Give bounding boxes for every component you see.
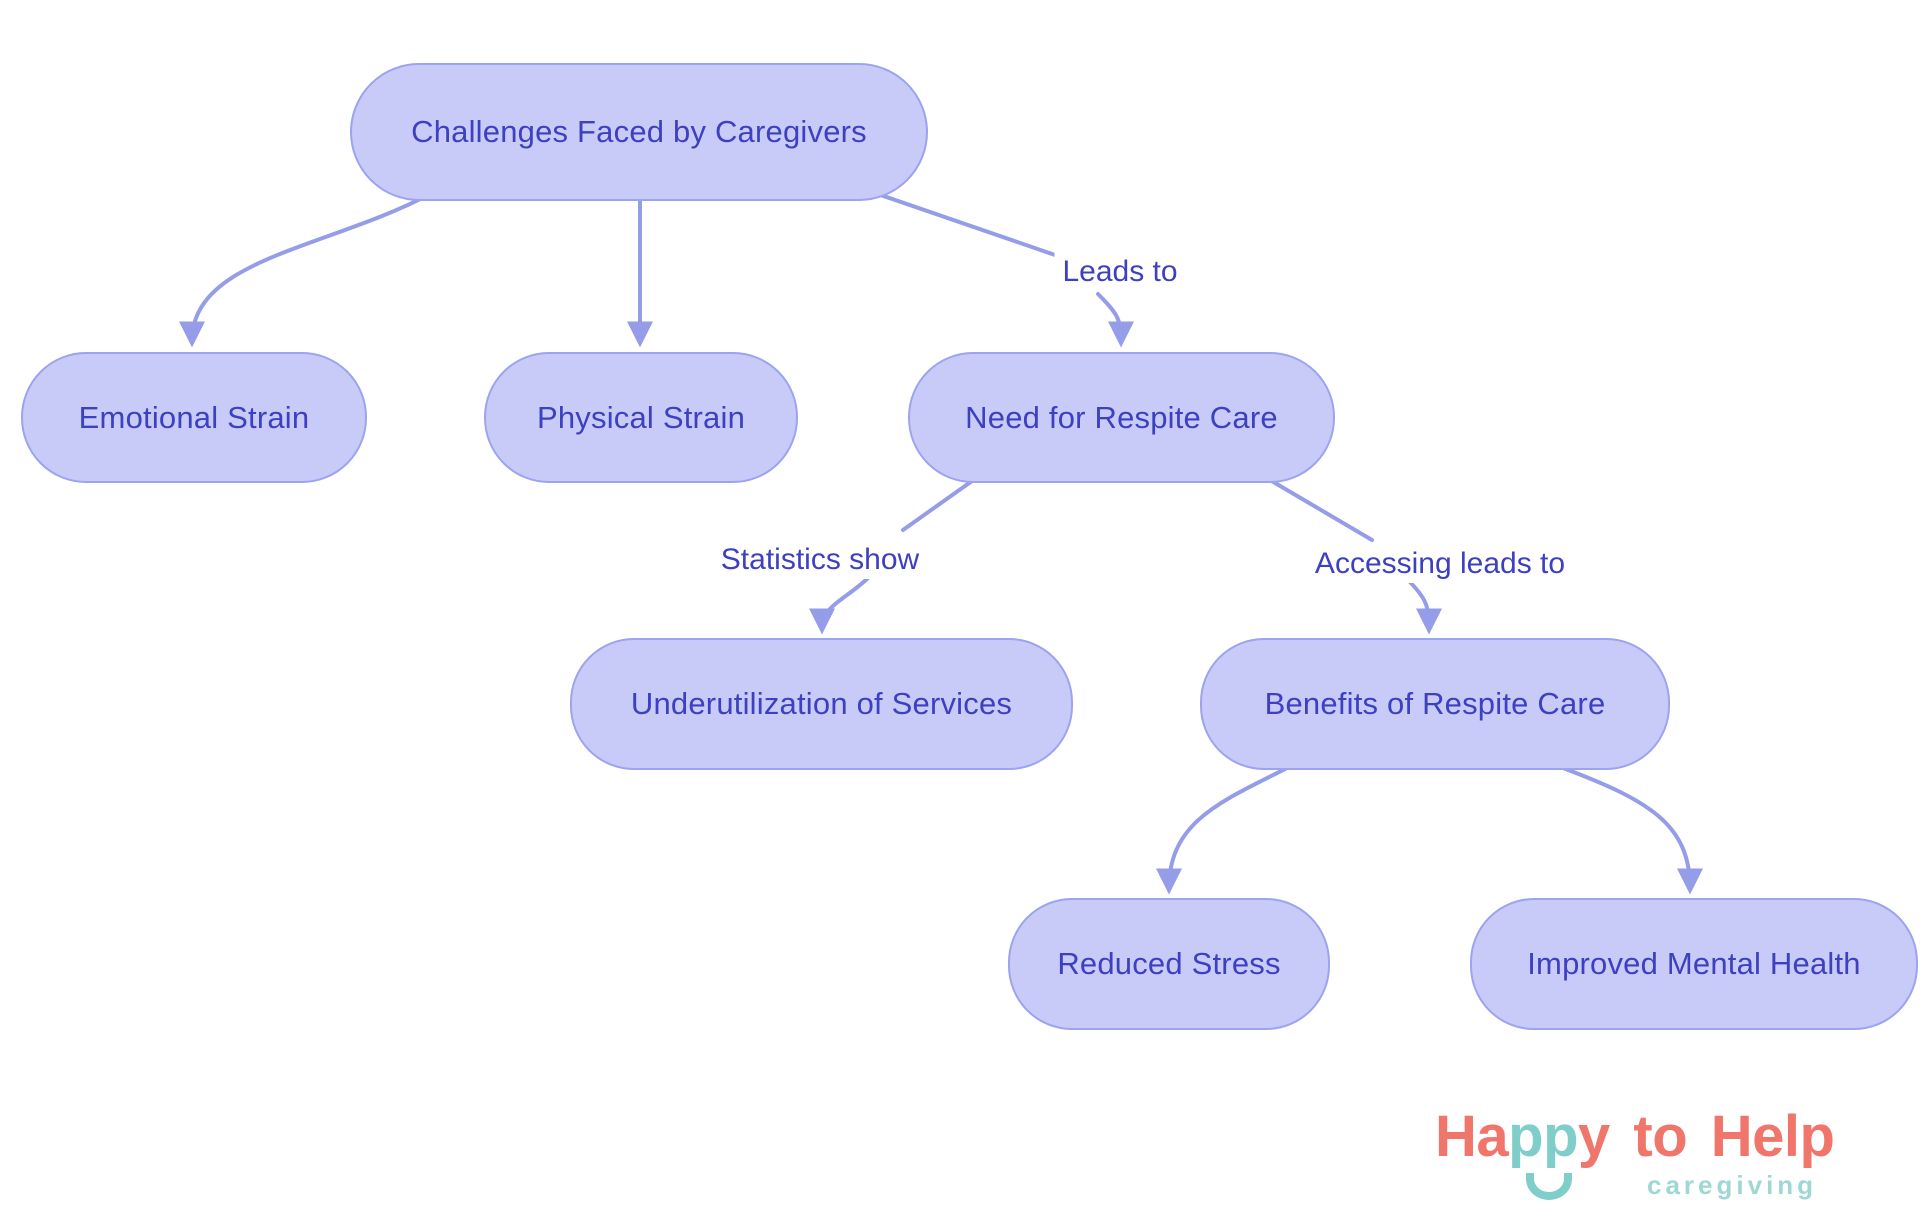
edge-respite-benefits-segment1 (1268, 478, 1374, 542)
node-physical-strain: Physical Strain (484, 352, 798, 483)
edge-label-statistics-show: Statistics show (712, 541, 928, 579)
edge-label-leads-to: Leads to (1054, 253, 1186, 291)
logo-text-pp: pp (1508, 1104, 1579, 1169)
logo-text-help: Help (1710, 1104, 1835, 1169)
logo-wordmark: Happy to Help (1435, 1108, 1835, 1166)
happy-to-help-logo: Happy to Help caregiving (1420, 1106, 1920, 1211)
logo-text-y: y (1578, 1104, 1610, 1169)
edge-challenges-respite-segment2 (1096, 292, 1134, 348)
node-challenges-faced-by-caregivers: Challenges Faced by Caregivers (350, 63, 928, 201)
node-benefits-of-respite-care: Benefits of Respite Care (1200, 638, 1670, 770)
edge-respite-underutilization-segment1 (901, 479, 974, 532)
node-need-for-respite-care: Need for Respite Care (908, 352, 1335, 483)
edge-benefits-reduced (1156, 766, 1289, 895)
node-underutilization-of-services: Underutilization of Services (570, 638, 1073, 770)
smile-icon (1526, 1173, 1572, 1200)
edge-challenges-respite-segment1 (864, 188, 1060, 258)
logo-subtitle: caregiving (1647, 1170, 1818, 1200)
logo-text-to: to (1609, 1104, 1711, 1169)
node-emotional-strain: Emotional Strain (21, 352, 367, 483)
edge-respite-benefits-segment2 (1406, 578, 1442, 635)
node-improved-mental-health: Improved Mental Health (1470, 898, 1918, 1030)
edge-benefits-improved (1561, 766, 1703, 895)
edge-label-accessing-leads-to: Accessing leads to (1306, 545, 1574, 583)
edge-respite-underutilization-segment2 (809, 576, 870, 635)
logo-text-ha: Ha (1435, 1104, 1509, 1169)
node-reduced-stress: Reduced Stress (1008, 898, 1330, 1030)
edge-challenges-emotional (179, 191, 434, 348)
